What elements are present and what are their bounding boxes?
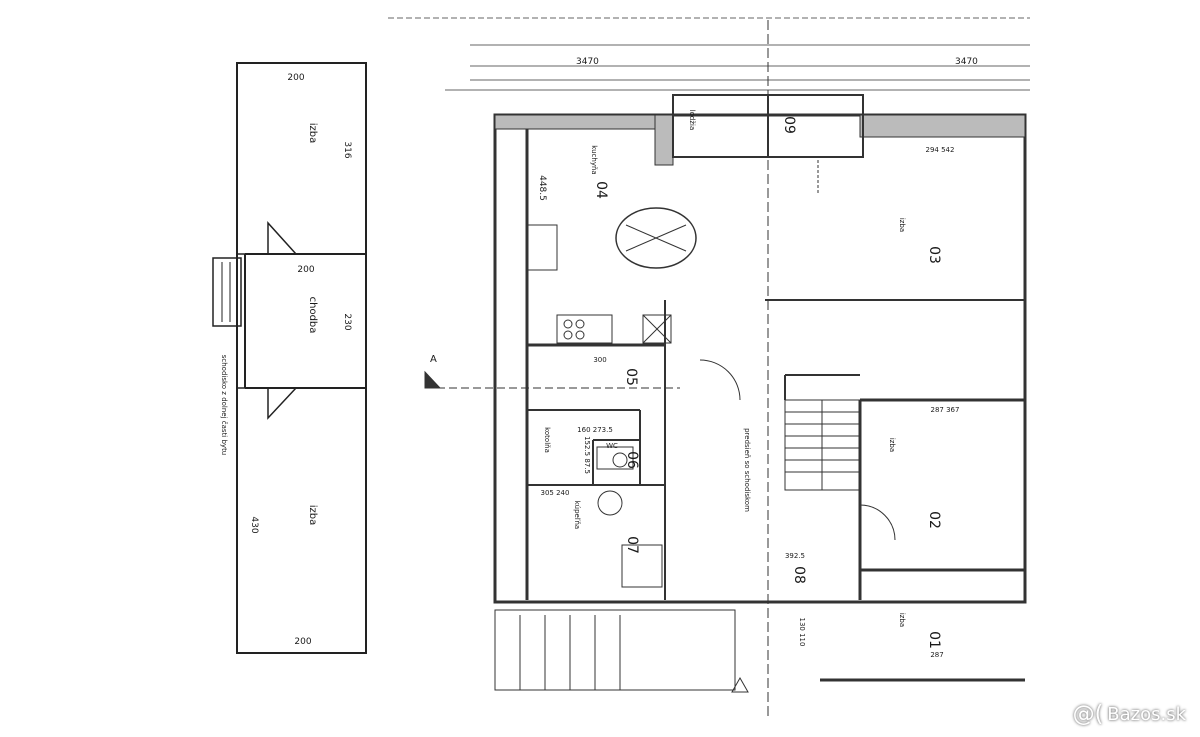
room-no-02: 02 [926,511,942,529]
dim-izba-bottom-length: 430 [249,516,259,533]
room-label-kotolna: kotolňa [543,427,551,453]
dim-izba-02: 287 367 [931,406,960,414]
dim-chodba-width: 200 [297,265,314,275]
room-label-predsien: predsieň so schodiskom [743,428,751,512]
room-label-izba-03: izba [898,218,906,232]
room-no-06: 06 [624,451,640,469]
room-label-izba-01: izba [898,613,906,627]
room-label-kuchyna: kuchyňa [590,145,598,174]
dim-predsien: 392.5 [785,552,805,560]
dim-wc: 152.5 87.5 [583,436,591,474]
room-label-izba-bottom: izba [307,505,318,526]
dim-izba-top-length: 316 [342,141,352,158]
room-label-lodzia: lodžia [688,110,696,131]
room-no-01: 01 [926,631,942,649]
dim-chodba-length: 230 [342,313,352,330]
room-label-izba-02: izba [888,438,896,452]
watermark-text: Bazos.sk [1107,704,1186,725]
room-label-izba-top: izba [307,123,318,144]
room-no-03: 03 [926,246,942,264]
room-no-04: 04 [593,181,609,199]
room-label-kupelna: kúpeľňa [573,501,581,529]
room-no-09: 09 [781,116,797,134]
dim-room-08: 130 110 [798,618,806,647]
room-no-05: 05 [623,368,639,386]
dim-izba-03: 294 542 [926,146,955,154]
dim-kuchyna: 448.5 [537,175,547,201]
room-no-08: 08 [791,566,807,584]
dim-izba-01: 287 [930,651,943,659]
main-plan-linework [388,17,1030,720]
section-mark: A [430,354,437,365]
dim-top-left: 3470 [576,57,599,67]
dim-room-05: 300 [593,356,606,364]
room-label-wc: WC [606,442,618,450]
room-no-07: 07 [624,536,640,554]
watermark: @( Bazos.sk [1073,702,1186,727]
left-sketch-plan [212,62,367,654]
dim-kupelna: 305 240 [541,489,570,497]
dim-kotolna: 160 273.5 [577,426,613,434]
at-icon: @( [1072,702,1104,727]
room-label-chodba: chodba [307,297,318,334]
dim-top-right: 3470 [955,57,978,67]
stair-note: schodisko z dolnej časti bytu [220,355,228,456]
dim-bottom-width: 200 [294,637,311,647]
dim-top-width: 200 [287,73,304,83]
